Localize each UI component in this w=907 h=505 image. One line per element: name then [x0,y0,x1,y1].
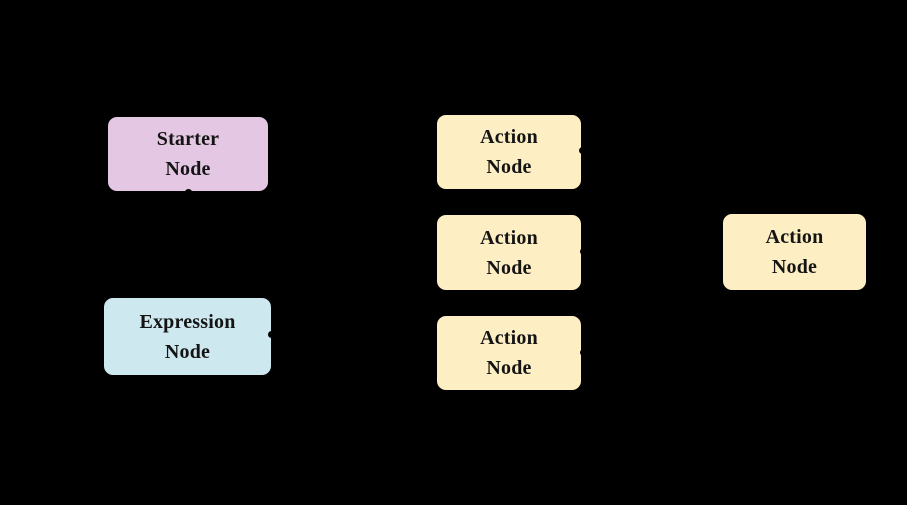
connector-dot-starter-bottom [185,189,192,195]
connector-dot-expression-top [186,294,191,298]
action-node-2: Action Node [435,213,583,292]
action-node-4-label-line2: Node [771,256,818,278]
connector-dot-expression-right [268,331,275,338]
starter-node-label-line2: Node [165,158,211,180]
action-node-1: Action Node [435,113,583,191]
action-node-2-label-line2: Node [486,256,532,279]
action-node-1-label-line1: Action [480,126,538,148]
expression-node-label-line1: Expression [139,310,236,333]
connector-dot-action-3-right [580,349,587,356]
action-node-4: Action Node [721,212,868,292]
expression-node: Expression Node [102,296,273,377]
action-node-2-label-line1: Action [480,226,538,249]
connector-dot-action-1-right [579,147,586,154]
starter-node-label-line1: Starter [156,128,220,150]
action-node-3: Action Node [435,314,583,392]
action-node-1-label-line2: Node [486,156,532,178]
expression-node-label-line2: Node [164,340,211,363]
starter-node: Starter Node [106,115,270,193]
action-node-4-label-line1: Action [765,226,824,248]
connector-dot-action-2-right [580,248,587,255]
action-node-3-label-line2: Node [486,357,532,379]
action-node-3-label-line1: Action [480,327,538,349]
